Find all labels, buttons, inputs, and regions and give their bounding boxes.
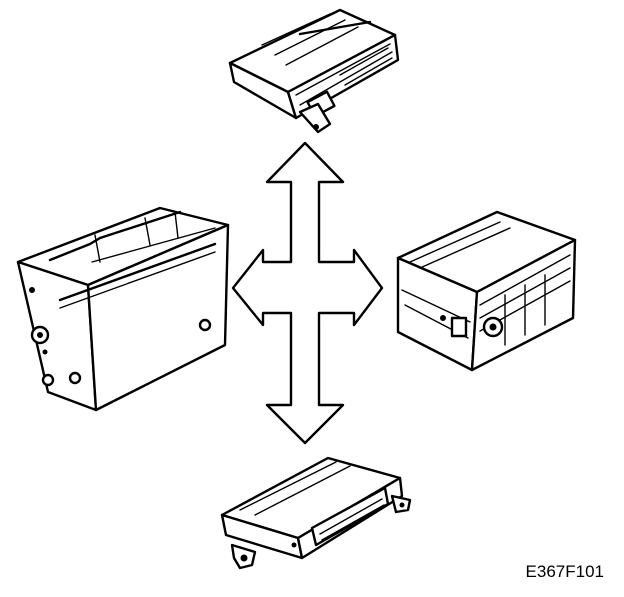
four-way-arrow bbox=[231, 141, 384, 445]
left-module bbox=[16, 206, 230, 412]
right-module bbox=[396, 210, 577, 372]
figure-code: E367F101 bbox=[525, 562, 604, 581]
bottom-module bbox=[220, 456, 412, 570]
top-module bbox=[228, 8, 400, 134]
